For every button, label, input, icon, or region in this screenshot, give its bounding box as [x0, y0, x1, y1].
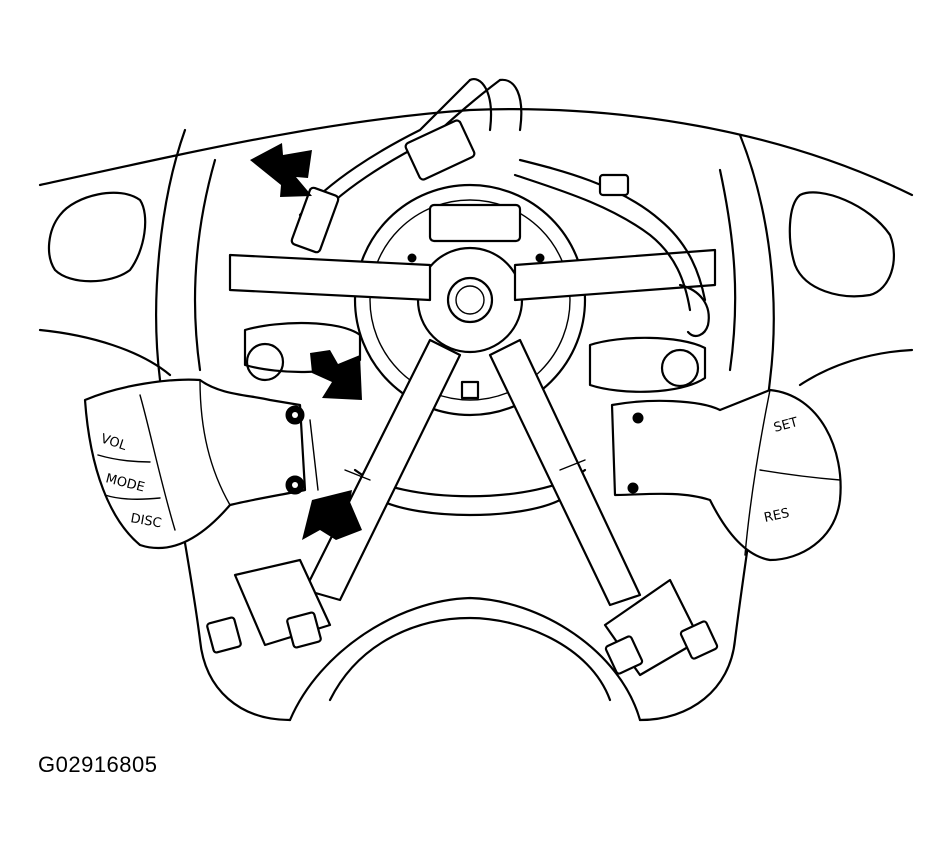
set-button-label: SET: [772, 415, 800, 436]
disc-button-label: DISC: [129, 511, 162, 531]
lower-mount-right: [603, 578, 719, 677]
left-shroud-opening: [47, 191, 147, 283]
callout-arrow-middle: [310, 350, 362, 400]
figure-id-label: G02916805: [38, 752, 158, 777]
callout-arrow-top: [250, 143, 312, 197]
wiring-harness: [290, 77, 710, 338]
res-button-label: RES: [763, 506, 791, 526]
lower-mount-left: [206, 558, 332, 654]
right-shroud-opening: [788, 191, 895, 298]
callout-arrow-bottom: [302, 490, 362, 540]
left-switch-housing: [83, 378, 319, 550]
right-switch-housing: [610, 388, 842, 562]
